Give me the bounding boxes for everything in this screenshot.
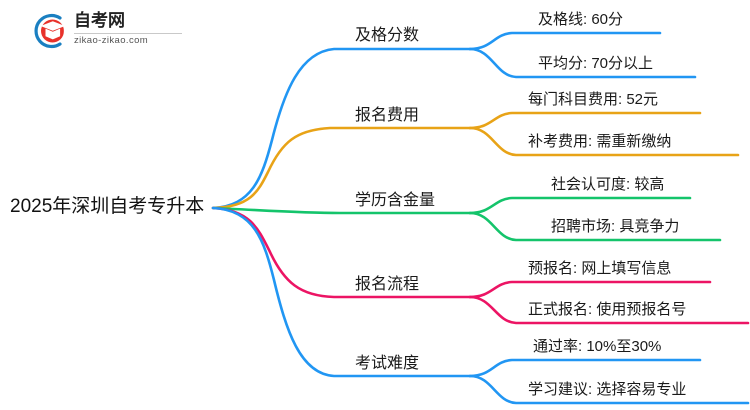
branch-connector-1 (211, 111, 740, 210)
logo-title: 自考网 (74, 11, 125, 30)
leaf-label-0-1[interactable]: 平均分: 70分以上 (538, 55, 654, 72)
branch-label-2[interactable]: 学历含金量 (355, 192, 436, 209)
branch-spine-2 (211, 206, 472, 215)
leaf-label-3-0[interactable]: 预报名: 网上填写信息 (528, 260, 672, 277)
branch-spine-1 (211, 126, 472, 210)
leaf-connector-0-1 (468, 47, 697, 79)
root-node-label[interactable]: 2025年深圳自考专升本 (10, 196, 205, 217)
logo-domain: zikao-zikao.com (74, 35, 149, 46)
branch-label-4[interactable]: 考试难度 (355, 355, 420, 372)
branch-connector-0 (211, 31, 697, 210)
branch-connector-4 (211, 206, 750, 405)
leaf-label-1-0[interactable]: 每门科目费用: 52元 (528, 91, 659, 108)
leaf-connector-1-1 (468, 126, 740, 157)
site-logo: 自考网 zikao-zikao.com (30, 10, 190, 52)
branch-spine-4 (211, 206, 472, 378)
branch-label-0[interactable]: 及格分数 (355, 27, 420, 44)
leaf-connector-3-0 (468, 280, 712, 299)
logo-divider (74, 33, 182, 34)
branch-spine-0 (211, 47, 472, 210)
logo-text: 自考网 zikao-zikao.com (74, 10, 190, 47)
branch-label-1[interactable]: 报名费用 (355, 107, 420, 124)
branch-connector-2 (211, 196, 722, 242)
leaf-connector-1-0 (468, 111, 702, 130)
leaf-connector-3-1 (468, 295, 750, 325)
leaf-connector-2-1 (468, 211, 722, 242)
leaf-connector-2-0 (468, 196, 692, 215)
leaf-connector-4-1 (468, 374, 750, 405)
leaf-label-3-1[interactable]: 正式报名: 使用预报名号 (528, 301, 687, 318)
leaf-label-4-1[interactable]: 学习建议: 选择容易专业 (528, 381, 687, 398)
leaf-label-2-0[interactable]: 社会认可度: 较高 (551, 176, 665, 193)
leaf-label-2-1[interactable]: 招聘市场: 具竞争力 (551, 218, 680, 235)
leaf-label-4-0[interactable]: 通过率: 10%至30% (533, 338, 662, 355)
branch-label-3[interactable]: 报名流程 (355, 276, 420, 293)
graduation-cap-icon (34, 13, 66, 49)
leaf-label-0-0[interactable]: 及格线: 60分 (538, 11, 624, 28)
leaf-connector-0-0 (468, 31, 662, 51)
leaf-connector-4-0 (468, 358, 702, 378)
branch-spine-3 (211, 206, 472, 299)
leaf-label-1-1[interactable]: 补考费用: 需重新缴纳 (528, 133, 672, 150)
